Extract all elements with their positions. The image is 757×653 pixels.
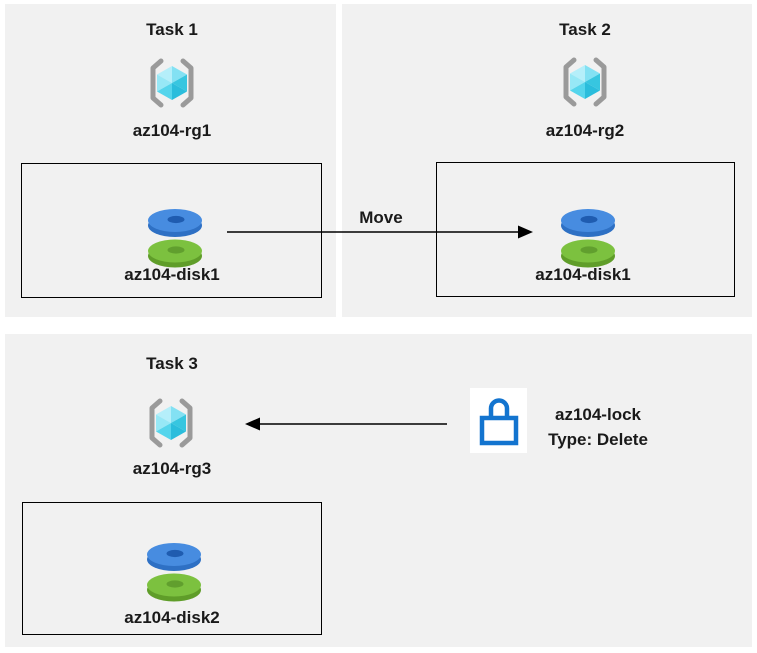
managed-disk-icon: [145, 206, 205, 270]
disk-label: az104-disk2: [124, 608, 220, 627]
resource-group-icon: [144, 56, 200, 110]
resource-box: [21, 163, 322, 298]
resource-group-icon: [143, 396, 199, 450]
lock-icon: [474, 392, 523, 449]
lock-type-label: Type: Delete: [548, 430, 648, 449]
task3-title: Task 3: [146, 354, 198, 373]
task2-title: Task 2: [559, 20, 611, 39]
resource-group-label: az104-rg2: [545, 121, 625, 140]
move-arrow-label: Move: [359, 208, 403, 227]
task3-panel: [5, 334, 752, 647]
task1-title: Task 1: [146, 20, 198, 39]
disk-label: az104-disk1: [535, 265, 631, 284]
resource-group-label: az104-rg3: [132, 459, 212, 478]
lock-caption: az104-lock Type: Delete: [548, 402, 648, 452]
task2-panel: [342, 4, 752, 317]
managed-disk-icon: [144, 540, 204, 604]
managed-disk-icon: [558, 206, 618, 270]
resource-box: [436, 162, 735, 297]
resource-group-label: az104-rg1: [132, 121, 212, 140]
disk-label: az104-disk1: [124, 265, 220, 284]
resource-group-icon: [557, 55, 613, 109]
lock-tile: [470, 388, 527, 453]
lock-name-label: az104-lock: [554, 405, 641, 424]
resource-box: [22, 502, 322, 635]
